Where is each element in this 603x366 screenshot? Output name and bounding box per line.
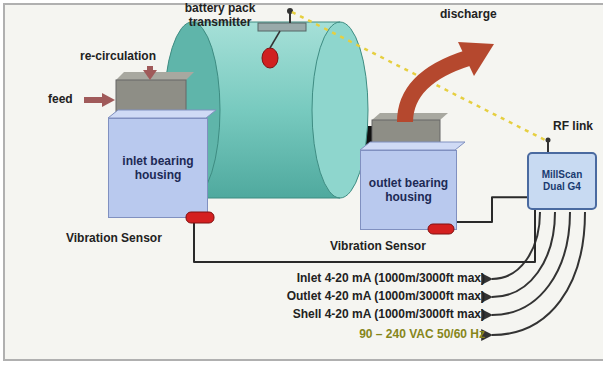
node-label: outlet bearing housing	[367, 176, 450, 205]
sensor-label: Vibration Sensor	[66, 232, 162, 246]
frame	[4, 4, 603, 360]
monitor-box: MillScan Dual G4	[527, 152, 597, 210]
node-label: inlet bearing housing	[115, 154, 201, 183]
housing-box: inlet bearing housing	[108, 118, 208, 218]
sensor-cable	[457, 197, 527, 222]
power-label: 90 – 240 VAC 50/60 Hz	[359, 328, 485, 342]
battery-pack	[262, 48, 278, 68]
flow-label: re-circulation	[80, 50, 156, 64]
sensor-label: Vibration Sensor	[330, 240, 426, 254]
feed-arrow	[84, 97, 104, 103]
component-label: battery pack transmitter	[170, 2, 270, 30]
housing-box: outlet bearing housing	[360, 150, 457, 230]
link-label: RF link	[553, 120, 593, 134]
feed-arrow-head	[102, 93, 115, 107]
flow-label: discharge	[440, 8, 497, 22]
signal-label: Outlet 4-20 mA (1000m/3000ft max)	[287, 290, 485, 304]
inlet-block-top	[116, 72, 194, 80]
outlet-housing-top	[360, 142, 465, 150]
output-wires	[492, 212, 585, 335]
millscan-antenna-tip	[546, 138, 551, 143]
discharge-arrow-body	[405, 58, 468, 122]
discharge-arrow-head	[458, 42, 494, 76]
signal-label: Shell 4-20 mA (1000m/3000ft max)	[293, 308, 485, 322]
flow-label: feed	[48, 93, 73, 107]
vibration-sensor	[428, 224, 454, 234]
battery-lead	[270, 31, 280, 48]
transmitter-box	[258, 23, 306, 31]
recirculation-arrow-head	[143, 70, 157, 80]
vibration-sensor	[186, 212, 214, 223]
node-label: MillScan Dual G4	[533, 169, 591, 193]
signal-label: Inlet 4-20 mA (1000m/3000ft max)	[297, 272, 485, 286]
inlet-housing-top	[108, 110, 216, 118]
